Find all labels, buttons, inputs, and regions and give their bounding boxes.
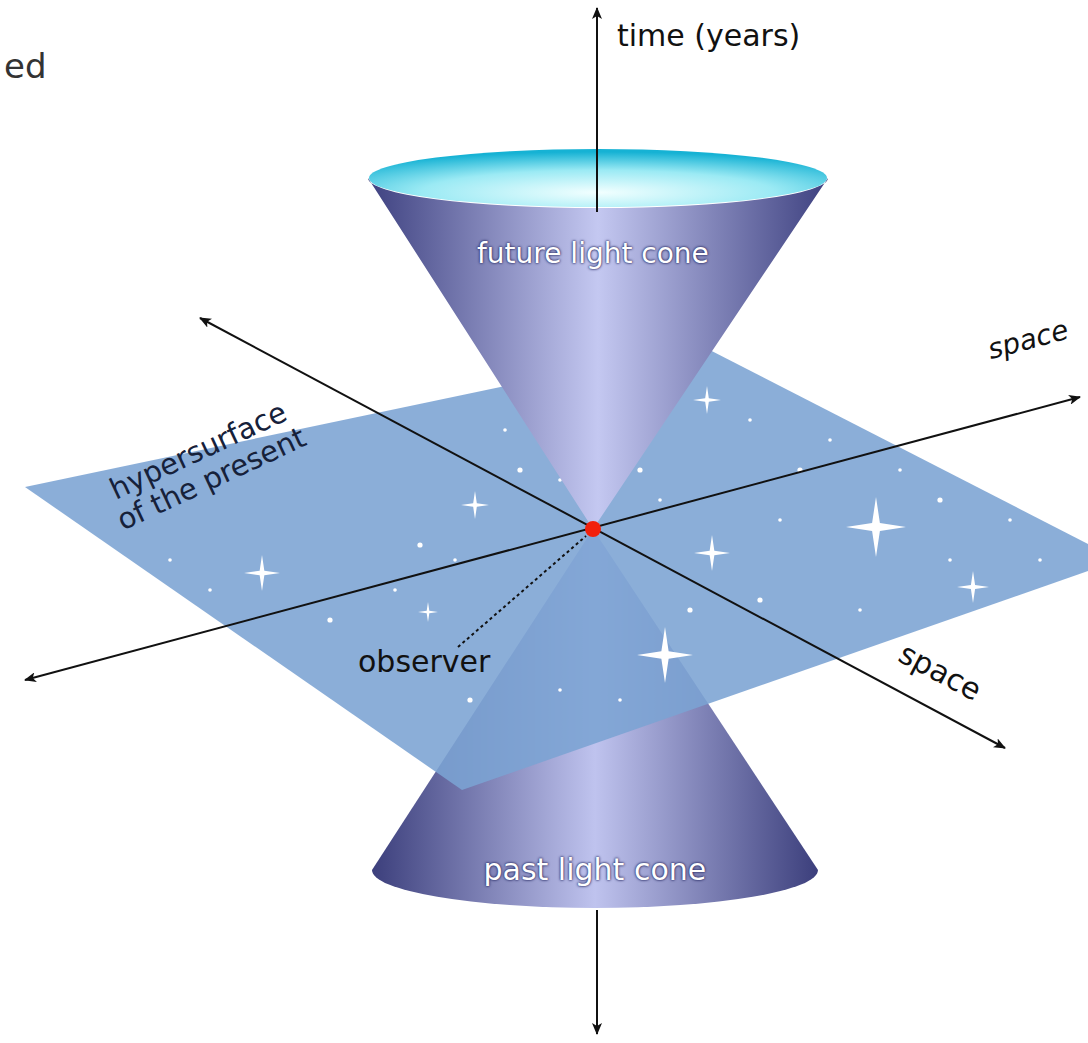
observer-label: observer: [358, 646, 490, 678]
observer-dot: [585, 521, 601, 537]
cone-label: future light cone: [477, 239, 709, 269]
axis-label: time (years): [617, 20, 800, 52]
cut-off-text: ed: [4, 48, 47, 85]
cone-label: past light cone: [484, 854, 707, 886]
time-axis: [596, 8, 598, 212]
time-axis: [596, 910, 598, 1034]
axis-label: space: [984, 315, 1071, 365]
